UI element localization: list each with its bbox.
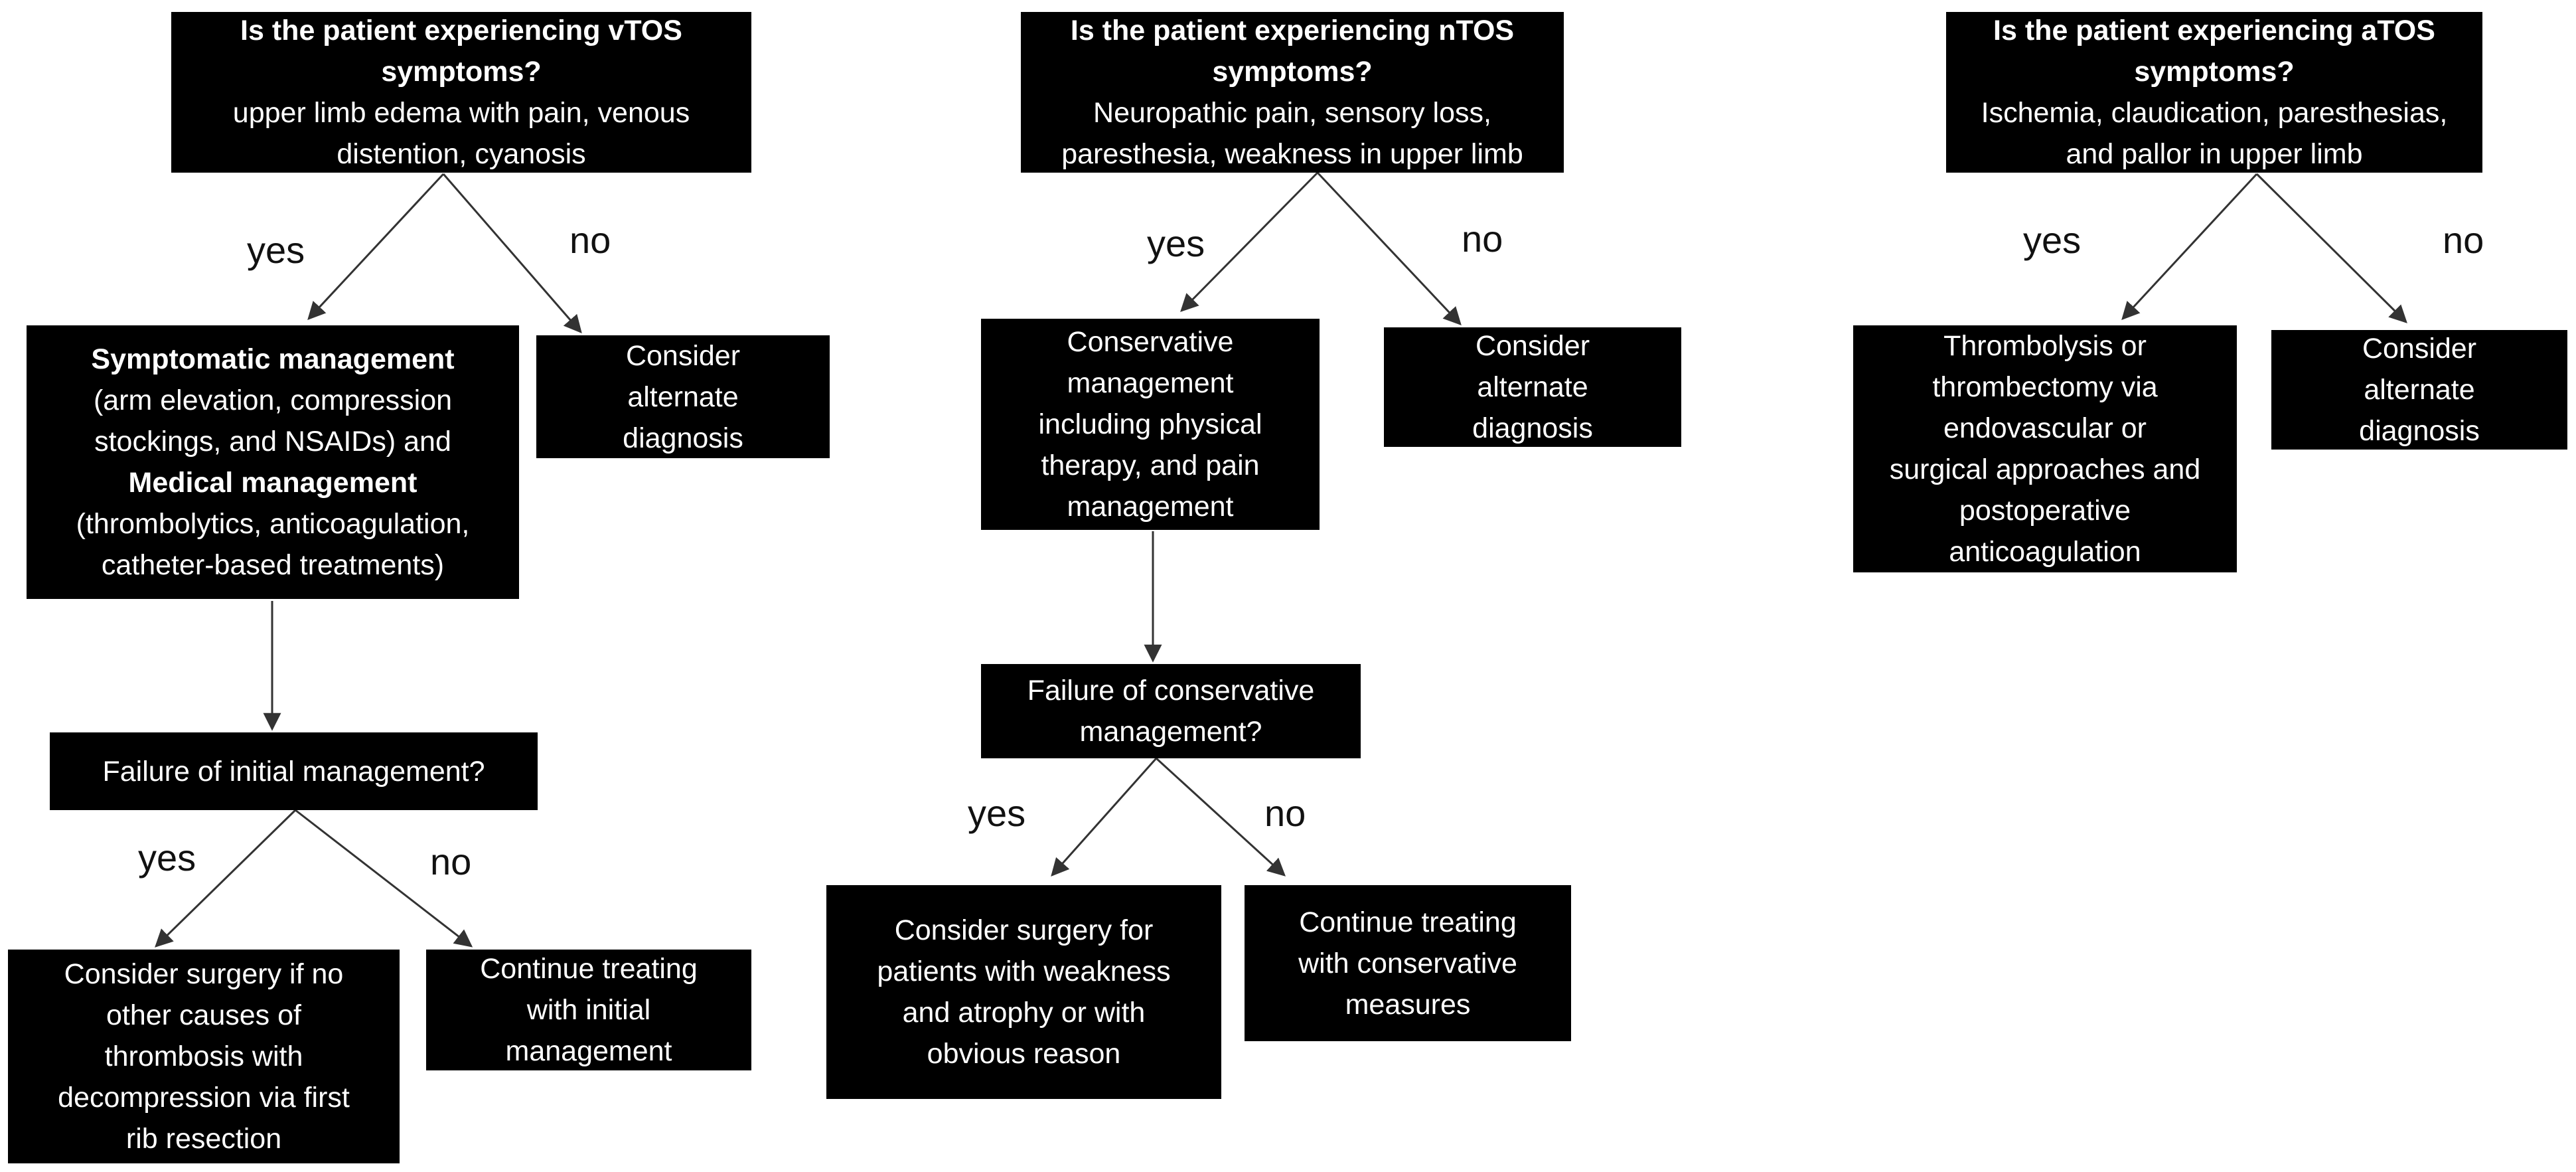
vtos-mgmt-line5: (thrombolytics, anticoagulation,: [76, 508, 470, 540]
vtos-surgery-line3: thrombosis with: [104, 1041, 303, 1072]
ntos-alt-line1: Consider: [1475, 330, 1590, 362]
ntos-no-label: no: [1462, 218, 1503, 260]
ntos-mgmt-line2: management: [1067, 367, 1234, 399]
atos-treat-line4: surgical approaches and: [1889, 454, 2201, 485]
vtos-symptomatic-medical-management-box: Symptomatic management (arm elevation, c…: [27, 325, 519, 599]
vtos-consider-surgery-box: Consider surgery if no other causes of t…: [8, 950, 400, 1163]
ntos-question-line2: symptoms?: [1212, 56, 1373, 88]
vtos-symptoms-line2: distention, cyanosis: [337, 138, 586, 170]
ntos-continue-line1: Continue treating: [1299, 906, 1517, 938]
vtos-surgery-line2: other causes of: [106, 999, 301, 1031]
ntos-surgery-line2: patients with weakness: [877, 956, 1171, 987]
vtos-continue-treating-box: Continue treating with initial managemen…: [426, 950, 751, 1070]
vtos-surgery-line1: Consider surgery if no: [64, 958, 344, 990]
vtos-failure-no-label: no: [430, 841, 472, 882]
ntos-symptoms-line2: paresthesia, weakness in upper limb: [1061, 138, 1523, 170]
ntos-symptoms-line1: Neuropathic pain, sensory loss,: [1093, 97, 1491, 129]
arrow-vtos-no: [442, 173, 582, 334]
vtos-failure-text: Failure of initial management?: [102, 755, 485, 788]
ntos-surgery-line1: Consider surgery for: [894, 914, 1154, 946]
arrow-ntos-failure-no: [1155, 757, 1286, 877]
arrow-vtos-yes: [307, 173, 445, 320]
ntos-failure-box: Failure of conservative management?: [981, 664, 1361, 758]
vtos-alternate-diagnosis-box: Consider alternate diagnosis: [536, 335, 830, 458]
ntos-alternate-diagnosis-box: Consider alternate diagnosis: [1384, 327, 1681, 447]
atos-question-line2: symptoms?: [2134, 56, 2295, 88]
vtos-failure-box: Failure of initial management?: [50, 732, 538, 810]
ntos-alt-line3: diagnosis: [1472, 412, 1593, 444]
vtos-continue-line2: with initial: [526, 994, 651, 1026]
vtos-mgmt-line1: Symptomatic management: [91, 343, 455, 375]
atos-alternate-diagnosis-box: Consider alternate diagnosis: [2271, 330, 2567, 450]
ntos-failure-no-label: no: [1264, 792, 1306, 834]
atos-treat-line6: anticoagulation: [1949, 536, 2141, 568]
ntos-mgmt-line5: management: [1067, 491, 1234, 523]
atos-treat-line2: thrombectomy via: [1932, 371, 2158, 403]
vtos-surgery-line4: decompression via first: [58, 1082, 350, 1114]
ntos-continue-line2: with conservative: [1298, 947, 1517, 979]
ntos-question-box: Is the patient experiencing nTOS symptom…: [1021, 12, 1564, 173]
ntos-mgmt-line1: Conservative: [1067, 326, 1234, 358]
vtos-mgmt-line4: Medical management: [128, 467, 417, 499]
ntos-surgery-line4: obvious reason: [927, 1038, 1121, 1070]
vtos-failure-yes-label: yes: [138, 837, 196, 879]
ntos-mgmt-line4: therapy, and pain: [1041, 450, 1260, 481]
atos-alt-line2: alternate: [2364, 374, 2475, 406]
arrow-atos-no: [2255, 173, 2407, 323]
arrow-ntos-no: [1316, 171, 1462, 325]
ntos-consider-surgery-box: Consider surgery for patients with weakn…: [826, 885, 1221, 1099]
ntos-mgmt-line3: including physical: [1038, 408, 1262, 440]
ntos-surgery-line3: and atrophy or with: [902, 997, 1146, 1029]
vtos-continue-line3: management: [505, 1035, 672, 1067]
vtos-alt-line2: alternate: [627, 380, 739, 413]
ntos-continue-treating-box: Continue treating with conservative meas…: [1245, 885, 1571, 1041]
arrow-atos-yes: [2121, 173, 2258, 320]
vtos-question-line1: Is the patient experiencing vTOS: [240, 15, 682, 46]
atos-treat-line3: endovascular or: [1943, 412, 2147, 444]
vtos-alt-line3: diagnosis: [623, 422, 743, 454]
vtos-question-box: Is the patient experiencing vTOS symptom…: [171, 12, 751, 173]
atos-treat-line1: Thrombolysis or: [1943, 330, 2147, 362]
arrow-ntos-failure-yes: [1051, 758, 1158, 877]
vtos-question-line2: symptoms?: [381, 56, 542, 88]
atos-question-line1: Is the patient experiencing aTOS: [1993, 15, 2435, 46]
vtos-no-label: no: [569, 219, 611, 261]
vtos-surgery-line5: rib resection: [125, 1123, 282, 1155]
atos-alt-line3: diagnosis: [2359, 415, 2480, 447]
ntos-failure-yes-label: yes: [968, 792, 1026, 834]
vtos-mgmt-line2: (arm elevation, compression: [93, 384, 453, 416]
vtos-continue-line1: Continue treating: [480, 953, 698, 985]
arrow-vtos-failure-no: [295, 809, 473, 948]
arrow-vtos-failure-yes: [155, 809, 297, 948]
atos-no-label: no: [2443, 219, 2484, 261]
atos-thrombolysis-box: Thrombolysis or thrombectomy via endovas…: [1853, 325, 2237, 572]
atos-question-box: Is the patient experiencing aTOS symptom…: [1946, 12, 2482, 173]
vtos-symptoms-line1: upper limb edema with pain, venous: [232, 97, 690, 129]
arrow-ntos-yes: [1180, 171, 1319, 312]
vtos-alt-line1: Consider: [625, 339, 741, 372]
vtos-mgmt-line6: catheter-based treatments): [101, 549, 445, 581]
ntos-failure-line2: management?: [1079, 716, 1262, 748]
atos-alt-line1: Consider: [2362, 333, 2477, 365]
ntos-conservative-management-box: Conservative management including physic…: [981, 319, 1320, 530]
atos-symptoms-line1: Ischemia, claudication, paresthesias,: [1981, 97, 2448, 129]
ntos-yes-label: yes: [1147, 222, 1205, 264]
ntos-continue-line3: measures: [1345, 988, 1471, 1021]
vtos-yes-label: yes: [247, 229, 305, 271]
atos-yes-label: yes: [2023, 219, 2082, 261]
vtos-mgmt-line3: stockings, and NSAIDs) and: [94, 426, 451, 458]
ntos-alt-line2: alternate: [1477, 371, 1588, 403]
atos-symptoms-line2: and pallor in upper limb: [2066, 138, 2363, 170]
ntos-failure-line1: Failure of conservative: [1027, 675, 1315, 707]
ntos-question-line1: Is the patient experiencing nTOS: [1070, 15, 1515, 46]
atos-treat-line5: postoperative: [1959, 495, 2131, 527]
